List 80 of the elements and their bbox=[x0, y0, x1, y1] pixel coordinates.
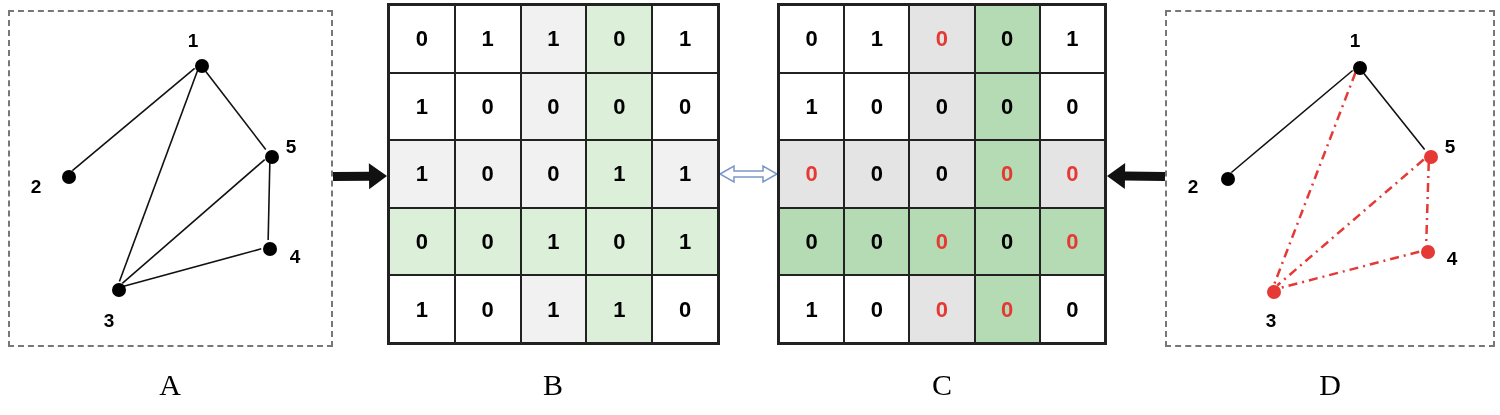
matrix-cell: 1 bbox=[652, 5, 718, 73]
matrix-cell: 1 bbox=[652, 207, 718, 276]
matrix-cell: 0 bbox=[974, 207, 1040, 276]
matrix-cell: 0 bbox=[779, 140, 845, 208]
vertex-label: 3 bbox=[103, 310, 115, 330]
vertex-label: 3 bbox=[1265, 310, 1277, 330]
matrix-cell: 0 bbox=[454, 72, 521, 141]
matrix-cell: 0 bbox=[586, 72, 653, 141]
graph-edge bbox=[267, 161, 271, 241]
matrix-cell: 0 bbox=[909, 207, 975, 276]
matrix-cell: 0 bbox=[779, 207, 845, 276]
panel-caption: C bbox=[932, 370, 952, 400]
matrix-cell: 0 bbox=[1039, 72, 1105, 141]
matrix-cell: 0 bbox=[389, 207, 455, 276]
matrix-cell: 0 bbox=[652, 275, 718, 343]
matrix-cell: 0 bbox=[520, 72, 587, 141]
graph-edge bbox=[1230, 69, 1354, 174]
matrix-cell: 1 bbox=[779, 72, 845, 141]
matrix-cell: 0 bbox=[586, 5, 653, 73]
matrix-cell: 1 bbox=[586, 140, 653, 208]
matrix-cell: 1 bbox=[454, 5, 521, 73]
vertex-label: 1 bbox=[187, 30, 199, 50]
arrow bbox=[1107, 163, 1166, 190]
panel-caption: B bbox=[543, 370, 563, 400]
matrix-cell: 0 bbox=[1039, 140, 1105, 208]
matrix-cell: 1 bbox=[520, 207, 587, 276]
vertex-label: 5 bbox=[1444, 136, 1456, 156]
panel-caption: D bbox=[1319, 370, 1341, 400]
matrix-cell: 1 bbox=[1039, 5, 1105, 73]
matrix-cell: 0 bbox=[844, 207, 910, 276]
matrix-cell: 1 bbox=[652, 140, 718, 208]
vertex-label: 2 bbox=[30, 176, 42, 196]
vertex-label: 4 bbox=[1446, 248, 1458, 268]
matrix-cell: 0 bbox=[974, 5, 1040, 73]
graph-edge bbox=[121, 158, 266, 285]
matrix-cell: 0 bbox=[844, 72, 910, 141]
matrix-cell: 1 bbox=[844, 5, 910, 73]
vertex-label: 2 bbox=[1187, 176, 1199, 196]
matrix-cell: 0 bbox=[454, 275, 521, 343]
matrix-cell: 0 bbox=[974, 275, 1040, 343]
matrix-cell: 0 bbox=[1039, 275, 1105, 343]
double-arrow bbox=[718, 164, 779, 184]
matrix-cell: 0 bbox=[909, 72, 975, 141]
graph-panel bbox=[1165, 10, 1495, 347]
matrix-cell: 0 bbox=[974, 72, 1040, 141]
matrix-cell: 0 bbox=[909, 140, 975, 208]
graph-edge bbox=[71, 67, 196, 172]
matrix-cell: 0 bbox=[844, 275, 910, 343]
graph-edge bbox=[1276, 158, 1425, 287]
matrix-cell: 0 bbox=[909, 275, 975, 343]
matrix-cell: 0 bbox=[1039, 207, 1105, 276]
matrix-cell: 0 bbox=[909, 5, 975, 73]
matrix-cell: 1 bbox=[779, 275, 845, 343]
matrix-cell: 1 bbox=[389, 72, 455, 141]
arrow bbox=[332, 163, 387, 190]
matrix-cell: 1 bbox=[586, 275, 653, 343]
matrix-cell: 1 bbox=[520, 5, 587, 73]
graph-panel bbox=[8, 10, 333, 347]
matrix-cell: 0 bbox=[520, 140, 587, 208]
matrix-cell: 0 bbox=[652, 72, 718, 141]
vertex-label: 5 bbox=[285, 136, 297, 156]
matrix-cell: 0 bbox=[974, 140, 1040, 208]
graph-edge bbox=[122, 248, 263, 287]
matrix-cell: 0 bbox=[389, 5, 455, 73]
adjacency-matrix bbox=[387, 3, 720, 345]
graph-edge bbox=[1273, 72, 1357, 284]
adjacency-matrix bbox=[777, 3, 1107, 345]
vertex-label: 4 bbox=[289, 246, 301, 266]
matrix-cell: 0 bbox=[586, 207, 653, 276]
matrix-cell: 0 bbox=[454, 207, 521, 276]
matrix-cell: 0 bbox=[779, 5, 845, 73]
graph-edge bbox=[1424, 161, 1431, 244]
matrix-cell: 1 bbox=[520, 275, 587, 343]
matrix-cell: 1 bbox=[389, 275, 455, 343]
matrix-cell: 0 bbox=[454, 140, 521, 208]
matrix-cell: 0 bbox=[844, 140, 910, 208]
vertex-label: 1 bbox=[1349, 30, 1361, 50]
panel-caption: A bbox=[159, 370, 181, 400]
matrix-cell: 1 bbox=[389, 140, 455, 208]
graph-edge bbox=[118, 69, 199, 283]
